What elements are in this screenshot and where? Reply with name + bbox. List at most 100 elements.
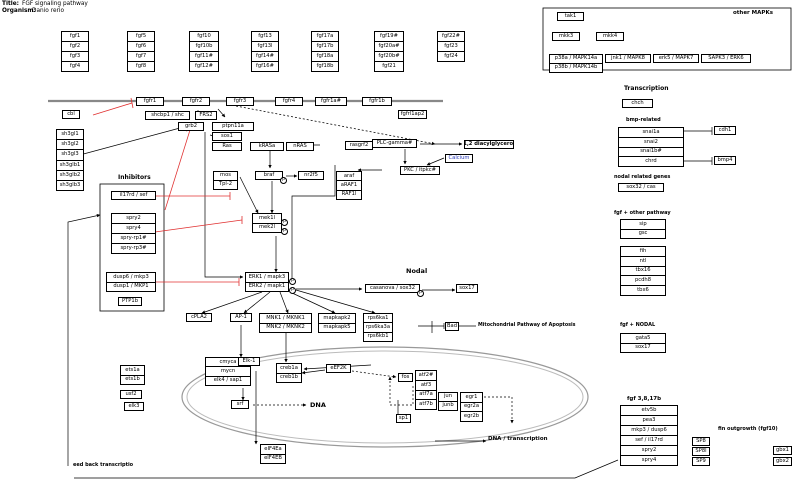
fgf-ligand-group[interactable]: fgf10 fgf10b fgf11# fgf12#: [189, 31, 219, 72]
sip-gsc-group[interactable]: sip gsc: [620, 219, 666, 239]
node-mkk3[interactable]: mkk3: [552, 32, 580, 41]
mek-group[interactable]: mek1l mek2l: [252, 213, 282, 233]
node-cbl[interactable]: cbl: [62, 110, 80, 119]
creb-group[interactable]: creb1a creb1b: [276, 363, 302, 383]
node-ptp1b[interactable]: PTP1b: [118, 297, 142, 306]
gene-label: mek2l: [253, 222, 281, 233]
mos-tpl2-group[interactable]: mos Tpl-2: [213, 171, 238, 190]
node-sox32-cas[interactable]: sox32 / cas: [618, 183, 664, 192]
gene-label: fgf4: [62, 61, 88, 71]
erk-group[interactable]: ERK1 / mapk3 ERK2 / mapk1: [245, 272, 289, 292]
mnk-group[interactable]: MNK1 / MKNK1 MNK2 / MKNK2: [259, 313, 312, 333]
node-nras[interactable]: nRAS: [286, 142, 314, 151]
node-casanova-sox32[interactable]: casanova / sox32: [365, 284, 420, 293]
node-plc-gamma[interactable]: PLC-gamma#: [372, 139, 417, 148]
node-sp8l[interactable]: SP8l: [692, 447, 710, 456]
raf-group[interactable]: araf aRAF1 RAF1l: [336, 171, 362, 200]
node-il17rd-sef[interactable]: il17rd / sef: [111, 191, 156, 200]
gene-label: fgf18a: [312, 51, 338, 61]
gene-label: dusp1 / MKP1: [107, 281, 155, 292]
gene-label: tbx6: [621, 285, 665, 295]
node-gbx2[interactable]: gbx2: [773, 457, 792, 466]
rps6-group[interactable]: rps6ka1 rps6ka3a rps6kb1: [363, 313, 393, 342]
node-usf2[interactable]: usf2: [120, 390, 142, 399]
node-ras[interactable]: Ras: [212, 142, 242, 151]
node-sos1[interactable]: sos1: [212, 132, 242, 141]
node-kras[interactable]: kRASa: [250, 142, 284, 151]
node-sapk3[interactable]: SAPK3 / ERK6: [701, 54, 751, 63]
node-sp8[interactable]: SP8: [692, 437, 710, 446]
jun-group[interactable]: jun junb: [438, 392, 458, 411]
ets-group[interactable]: ets1a ets1b: [120, 365, 145, 385]
node-pkc[interactable]: PKC / itpkc#: [400, 166, 440, 175]
node-braf[interactable]: braf: [255, 171, 283, 180]
edge-eef2k-fos: [351, 370, 397, 379]
node-sp9[interactable]: SP9: [692, 457, 710, 466]
gene-label: p38b / MAPK14b: [550, 63, 602, 72]
receptor-fgfr4[interactable]: fgfr4: [275, 97, 303, 106]
gene-label: fgf17a: [316, 32, 334, 39]
receptor-fgfr3[interactable]: fgfr3: [226, 97, 254, 106]
node-cdh1[interactable]: cdh1: [714, 126, 736, 135]
node-elk3[interactable]: elk3: [124, 402, 144, 411]
node-tak1[interactable]: tak1: [557, 12, 584, 21]
node-diacylglycerol[interactable]: 1,2 diacylglycerol: [464, 140, 514, 149]
node-sp1[interactable]: sp1: [396, 414, 411, 423]
node-erk5[interactable]: erk5 / MAPK7: [653, 54, 699, 63]
node-cpla2[interactable]: cPLA2: [186, 313, 212, 322]
gene-label: chrd: [619, 156, 683, 166]
p38-group[interactable]: p38a / MAPK14a p38b / MAPK14b: [549, 54, 603, 73]
spry-group[interactable]: spry2 spry4 spry-rp1# spry-rp3#: [111, 213, 156, 254]
receptor-fgfr1[interactable]: fgfr1: [136, 97, 164, 106]
fgf-target-group[interactable]: fih ntl tbx16 pcdh8 tbx6: [620, 246, 666, 296]
gata-sox-group[interactable]: gata5 sox17: [620, 333, 666, 353]
fgf-ligand-group[interactable]: fgf19# fgf20a# fgf20b# fgf21: [374, 31, 404, 72]
dusp-group[interactable]: dusp6 / mkp3 dusp1 / MKP1: [106, 272, 156, 292]
node-bad[interactable]: Bad: [445, 322, 459, 331]
mapkapk-group[interactable]: mapkapk2 mapkapk5: [318, 313, 356, 333]
node-elk1[interactable]: Elk-1: [238, 357, 260, 366]
gene-label: atf7a: [416, 389, 436, 400]
gene-label: snai1a: [642, 128, 660, 135]
node-gbx1[interactable]: gbx1: [773, 446, 792, 455]
receptor-fgfr1a[interactable]: fgfr1a#: [315, 97, 347, 106]
eif4e-group[interactable]: eIF4Ea eIF4EB: [260, 444, 286, 464]
receptor-fgfr1b[interactable]: fgfr1b: [362, 97, 392, 106]
node-rasgrf2[interactable]: rasgrf2: [345, 141, 373, 150]
node-mkk4[interactable]: mkk4: [596, 32, 624, 41]
phospho-marker: P: [281, 219, 288, 226]
sh3gl-group[interactable]: sh3gl1 sh3gl2 sh3gl3 sh3glb1 sh3glb2 sh3…: [56, 129, 84, 191]
fgf-ligand-group[interactable]: fgf17a fgf17b fgf18a fgf18b: [311, 31, 339, 72]
gene-label: fgf7: [128, 51, 154, 61]
node-bmp4[interactable]: bmp4: [714, 156, 736, 165]
snail-group[interactable]: snai1a snai2 snai1b# chrd: [618, 127, 684, 167]
node-fos[interactable]: fos: [398, 373, 413, 382]
gene-label: fgf16#: [252, 61, 278, 71]
node-frs2[interactable]: FRS2: [195, 111, 217, 120]
node-srf[interactable]: srf: [231, 400, 249, 409]
node-eef2k[interactable]: eEF2K: [326, 364, 351, 373]
egr-group[interactable]: egr1 egr2a egr2b: [460, 392, 483, 422]
node-nr2f5[interactable]: nr2f5: [298, 171, 324, 180]
atf-group[interactable]: atf2# atf3 atf7a atf7b: [415, 370, 437, 410]
edge-erk-ap1: [243, 291, 271, 314]
node-shcbp1-shc[interactable]: shcbp1 / shc: [145, 111, 190, 120]
node-fgfrl1ap2[interactable]: fgfrl1ap2: [398, 110, 427, 119]
receptor-fgfr2[interactable]: fgfr2: [182, 97, 210, 106]
node-calcium[interactable]: Calcium: [445, 154, 473, 163]
node-ptpn11a[interactable]: ptpn11a: [212, 122, 254, 131]
node-ap1[interactable]: AP-1: [230, 313, 252, 322]
title-label: Title:: [2, 1, 19, 7]
fgf-ligand-group[interactable]: fgf1 fgf2 fgf3 fgf4: [61, 31, 89, 72]
fgf-ligand-group[interactable]: fgf22# fgf23 fgf24: [437, 31, 465, 62]
fgf-ligand-group[interactable]: fgf13 fgf13l fgf14# fgf16#: [251, 31, 279, 72]
gene-label: MNK2 / MKNK2: [260, 322, 311, 333]
edge-erk-mapkapk: [289, 291, 336, 314]
title-value: FGF signaling pathway: [22, 1, 88, 7]
node-grb2[interactable]: grb2: [178, 122, 204, 131]
node-sox17[interactable]: sox17: [456, 284, 478, 293]
fgf-ligand-group[interactable]: fgf5 fgf6 fgf7 fgf8: [127, 31, 155, 72]
fgf-targets-group[interactable]: etv5b pea3 mkp3 / dusp6 sef / il17rd spr…: [620, 405, 678, 466]
node-jnk1[interactable]: jnk1 / MAPK8: [605, 54, 651, 63]
node-chch[interactable]: chch: [622, 99, 653, 108]
